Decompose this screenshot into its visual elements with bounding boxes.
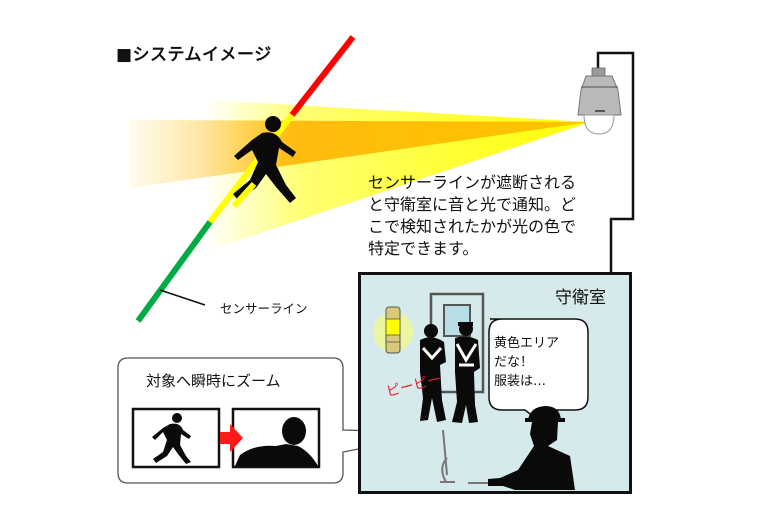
speech-line: だな！ (494, 355, 534, 370)
speech-line: 服装は… (494, 374, 547, 389)
camera-beam (130, 100, 590, 250)
sensor-line-label: センサーライン (220, 301, 308, 316)
walking-person-icon (152, 413, 191, 464)
system-description: センサーラインが遮断される と守衛室に音と光で通知。ど こで検知されたかが光の色… (368, 172, 598, 260)
signal-tower-icon (373, 306, 413, 354)
guard-room-label: 守衛室 (555, 288, 606, 308)
camera-wire (596, 51, 635, 272)
description-line: 特定できます。 (368, 239, 479, 258)
dome-camera-icon (577, 67, 622, 135)
description-line: センサーラインが遮断される (368, 173, 577, 192)
zoom-callout-bubble (117, 357, 441, 484)
sensor-label-leader (159, 289, 206, 306)
zoom-callout-label: 対象へ瞬時にズーム (146, 372, 281, 390)
guard-speech-text: 黄色エリア だな！ 服装は… (494, 334, 559, 391)
description-line: と守衛室に音と光で通知。ど (368, 195, 577, 214)
zoom-arrow-icon (220, 424, 243, 452)
zoomed-person-icon (235, 417, 318, 466)
operator-silhouette-icon (488, 406, 575, 490)
page-title: ■システムイメージ (116, 45, 272, 65)
monitor-icon (440, 429, 490, 484)
security-guards-icon (420, 322, 480, 423)
sensor-line (135, 35, 356, 323)
speech-line: 黄色エリア (494, 336, 560, 351)
description-line: こで検知されたかが光の色で (368, 217, 577, 236)
